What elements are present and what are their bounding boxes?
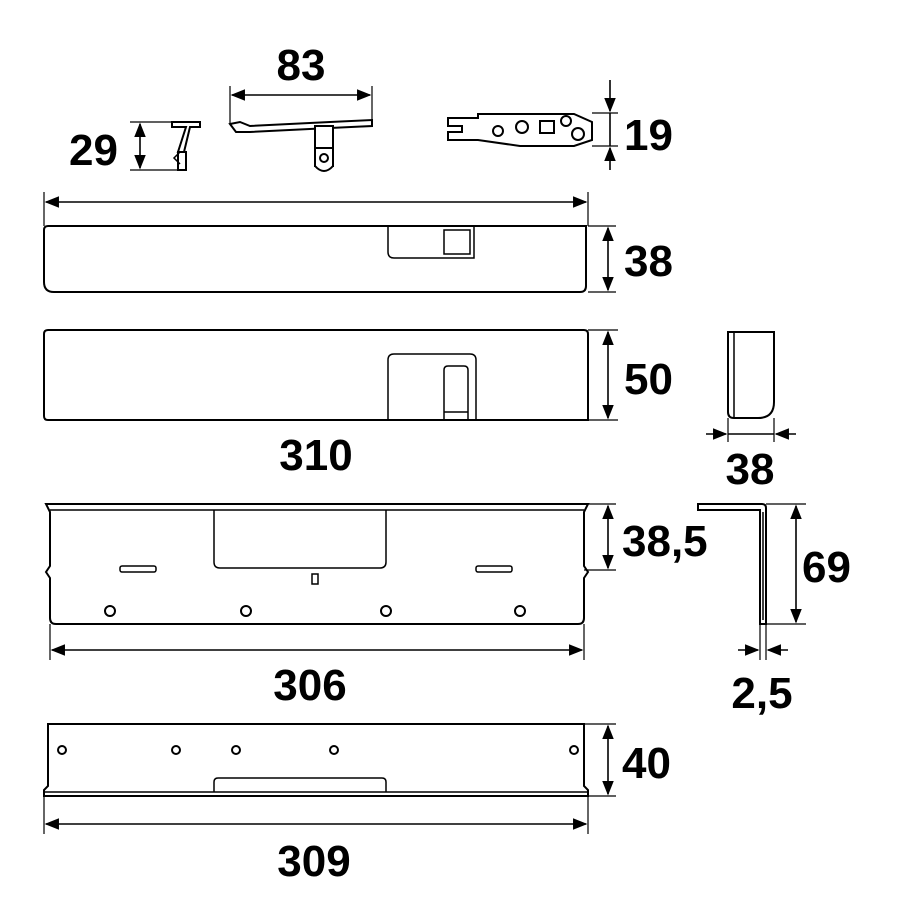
- dim-50: 50: [588, 329, 673, 421]
- dim-310-label: 310: [279, 431, 352, 480]
- base-plate: [43, 723, 589, 797]
- dim-19-label: 19: [624, 111, 673, 160]
- dim-19: 19: [592, 80, 673, 170]
- dim-38-5: 38,5: [584, 503, 708, 571]
- side-view-block: [727, 331, 775, 419]
- dim-38-side-label: 38: [726, 445, 775, 494]
- dim-2-5: 2,5: [731, 624, 793, 718]
- dim-top-width: [43, 192, 589, 226]
- dim-29: 29: [69, 121, 178, 175]
- dim-306: 306: [49, 624, 585, 710]
- dim-83: 83: [229, 41, 373, 124]
- back-plate: [44, 503, 590, 625]
- dim-40-label: 40: [622, 739, 671, 788]
- hinge-plate: [447, 113, 593, 147]
- front-cover: [43, 329, 589, 421]
- dim-50-label: 50: [624, 355, 673, 404]
- dim-309: 309: [43, 796, 589, 886]
- dim-29-label: 29: [69, 126, 118, 175]
- dim-2-5-label: 2,5: [731, 669, 792, 718]
- dim-69-label: 69: [802, 543, 851, 592]
- dim-38-top: 38: [588, 225, 673, 293]
- dim-38-5-label: 38,5: [622, 517, 708, 566]
- dim-69: 69: [766, 503, 851, 625]
- dim-40: 40: [584, 723, 671, 797]
- dim-306-label: 306: [273, 661, 346, 710]
- angle-profile: [697, 503, 767, 625]
- top-cover: [43, 225, 587, 293]
- dim-38-top-label: 38: [624, 237, 673, 286]
- dim-309-label: 309: [277, 837, 350, 886]
- dim-83-label: 83: [277, 41, 326, 90]
- dim-38-side: 38: [706, 418, 796, 494]
- hinge-bracket: [228, 118, 373, 172]
- small-latch-part: [171, 121, 201, 171]
